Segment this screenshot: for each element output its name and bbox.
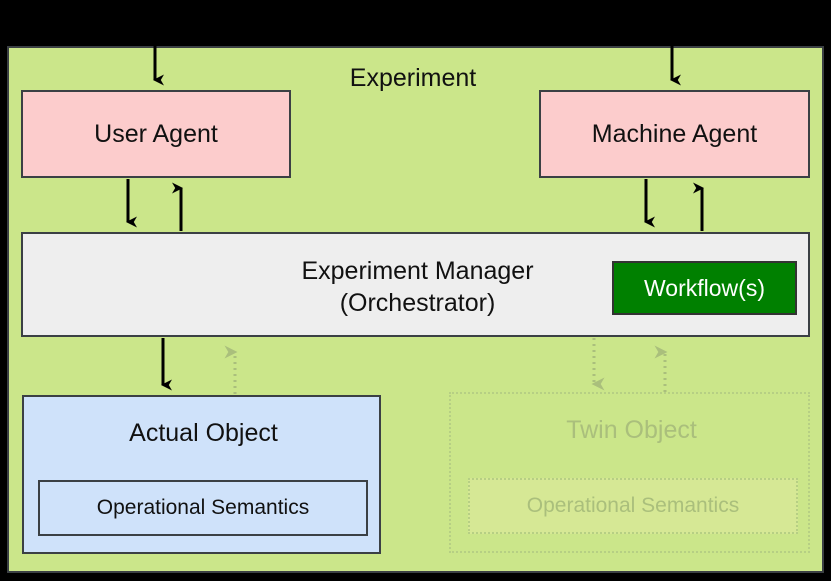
node-twin-object-label: Twin Object	[566, 416, 697, 444]
node-machine-agent[interactable]: Machine Agent	[539, 90, 810, 178]
node-actual-operational-semantics[interactable]: Operational Semantics	[38, 480, 368, 536]
node-experiment-manager[interactable]: Experiment Manager (Orchestrator) Workfl…	[21, 232, 810, 337]
node-actual-object[interactable]: Actual Object Operational Semantics	[22, 395, 381, 554]
experiment-title: Experiment	[349, 64, 477, 92]
node-actual-operational-semantics-label: Operational Semantics	[96, 496, 310, 519]
node-twin-operational-semantics-label: Operational Semantics	[526, 494, 740, 517]
node-experiment-manager-label: Experiment Manager (Orchestrator)	[23, 234, 812, 339]
node-user-agent[interactable]: User Agent	[21, 90, 291, 178]
node-twin-object[interactable]: Twin Object Operational Semantics	[449, 392, 810, 553]
experiment-manager-line1: Experiment Manager	[301, 256, 534, 285]
node-user-agent-label: User Agent	[94, 119, 218, 148]
node-actual-object-label: Actual Object	[129, 419, 278, 447]
node-workflows[interactable]: Workflow(s)	[612, 261, 797, 315]
experiment-manager-line2: (Orchestrator)	[339, 288, 496, 317]
node-workflows-label: Workflow(s)	[644, 274, 765, 301]
node-twin-operational-semantics[interactable]: Operational Semantics	[468, 478, 798, 534]
node-machine-agent-label: Machine Agent	[591, 119, 758, 148]
